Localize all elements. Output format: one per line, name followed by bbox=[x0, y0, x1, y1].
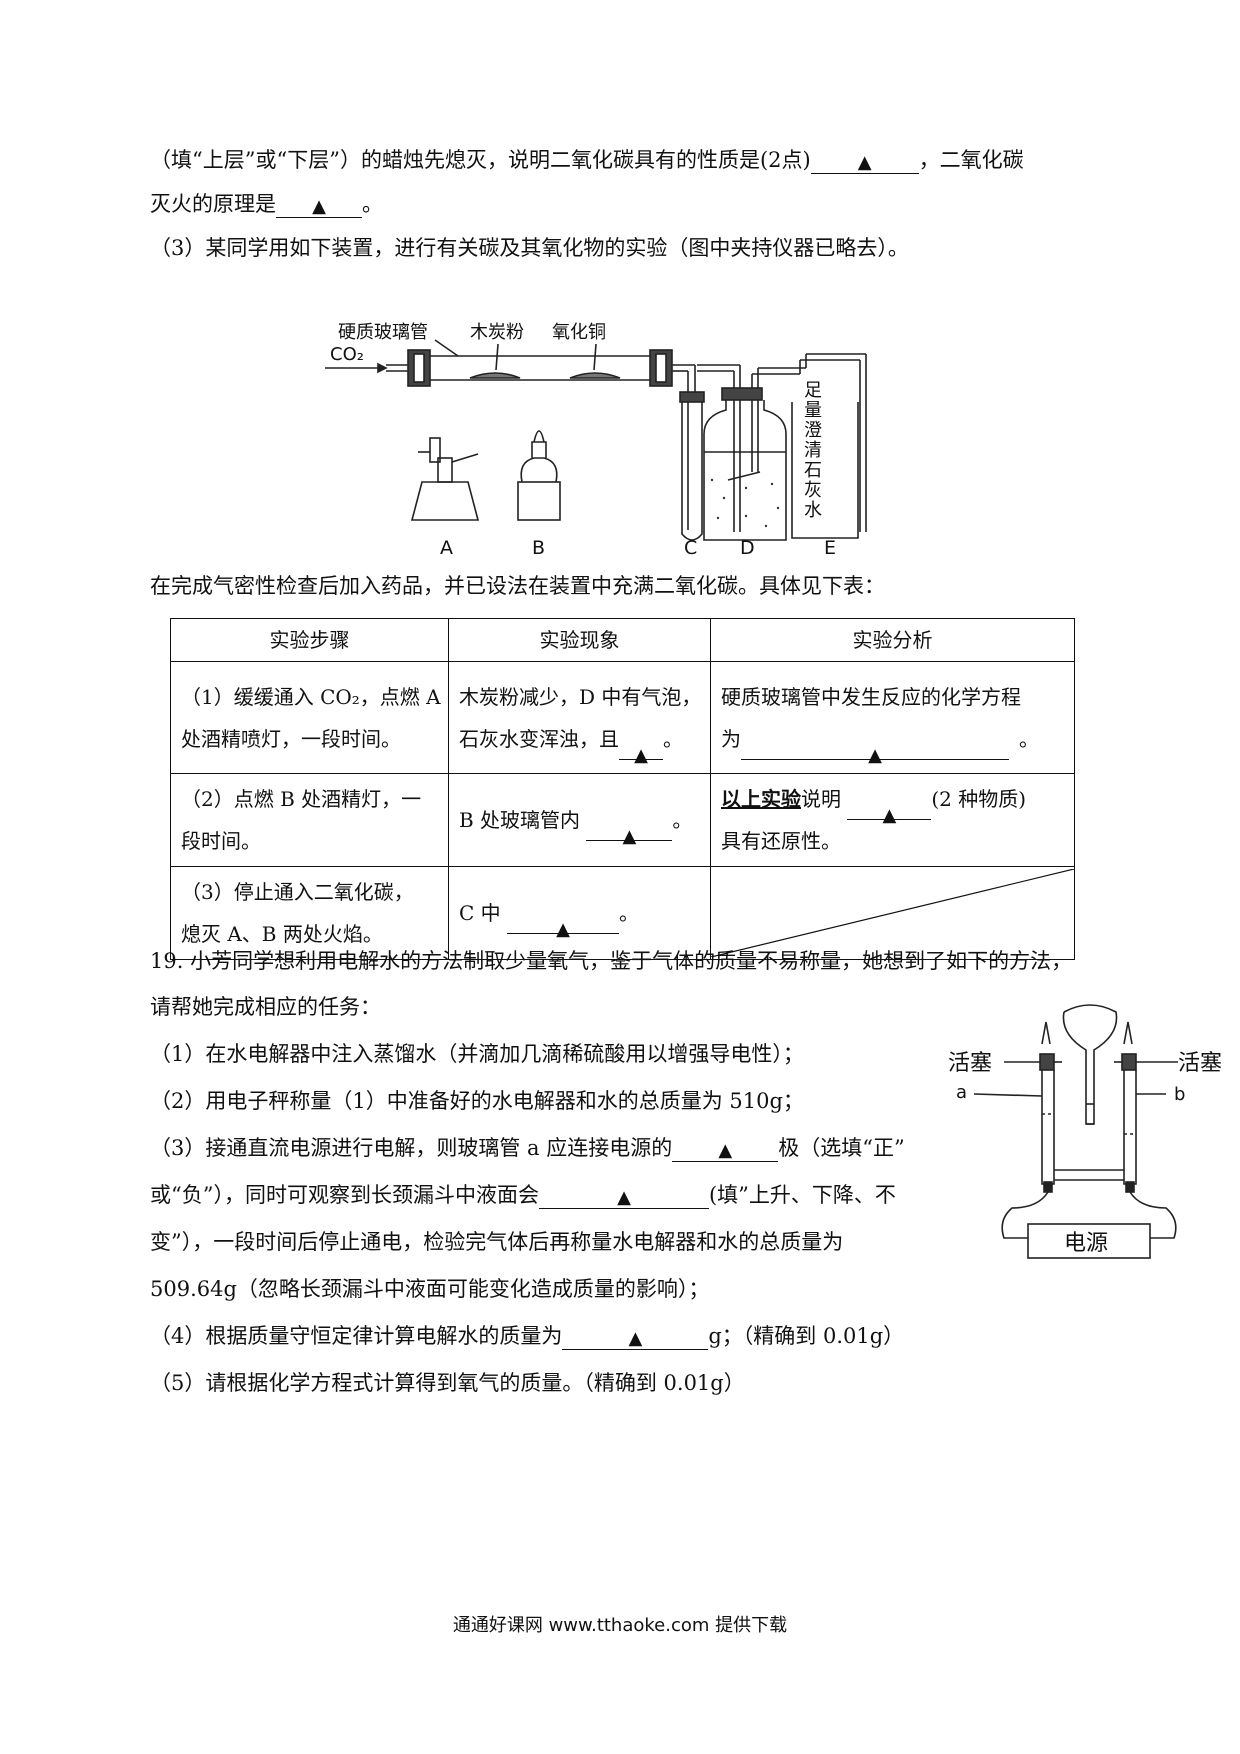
table-row: （2）点燃 B 处酒精灯，一段时间。 B 处玻璃管内 ▲。 以上实验说明 ▲(2… bbox=[170, 773, 1075, 867]
answer-blank[interactable]: ▲ bbox=[586, 814, 673, 847]
label-stopcock-left: 活塞 bbox=[948, 1051, 992, 1076]
intro-text: 。 bbox=[362, 192, 383, 216]
svg-text:石: 石 bbox=[804, 460, 822, 481]
label-e: E bbox=[824, 537, 836, 557]
answer-blank[interactable]: ▲ bbox=[538, 1182, 709, 1209]
cell-empty-diagonal bbox=[710, 866, 1075, 960]
svg-text:水: 水 bbox=[804, 500, 822, 521]
label-c: C bbox=[684, 537, 697, 557]
carbon-oxide-apparatus-diagram: 硬质玻璃管 CO₂ 木炭粉 氧化铜 足 量 澄 清 石 灰 水 A B C D … bbox=[325, 322, 867, 557]
answer-blank[interactable]: ▲ bbox=[741, 733, 1009, 766]
water-electrolyzer-diagram: 活塞 活塞 a b 电源 bbox=[948, 1004, 1222, 1259]
svg-text:澄: 澄 bbox=[804, 420, 822, 441]
table-header-row: 实验步骤 实验现象 实验分析 bbox=[170, 618, 1075, 662]
intro-line-2: 灭火的原理是▲。 bbox=[150, 190, 383, 218]
q19-line: 或“负”），同时可观察到长颈漏斗中液面会▲(填”上升、下降、不 bbox=[150, 1182, 896, 1209]
intro-line-3: （3）某同学用如下装置，进行有关碳及其氧化物的实验（图中夹持仪器已略去）。 bbox=[150, 236, 909, 260]
intro-text: （填“上层”或“下层”）的蜡烛先熄灭，说明二氧化碳具有的性质是(2点) bbox=[150, 148, 811, 172]
q19-line: 509.64g（忽略长颈漏斗中液面可能变化造成质量的影响）； bbox=[150, 1277, 710, 1301]
q19-line: （1）在水电解器中注入蒸馏水（并滴加几滴稀硫酸用以增强导电性）； bbox=[150, 1042, 804, 1066]
header-phenomenon: 实验现象 bbox=[448, 618, 711, 662]
header-analysis: 实验分析 bbox=[710, 618, 1075, 662]
label-co2: CO₂ bbox=[330, 344, 364, 365]
q19-line: 变”），一段时间后停止通电，检验完气体后再称量水电解器和水的总质量为 bbox=[150, 1230, 844, 1254]
label-limewater: 足 量 澄 清 石 灰 水 bbox=[804, 380, 822, 521]
intro-text: 灭火的原理是 bbox=[150, 192, 276, 216]
svg-text:量: 量 bbox=[804, 400, 822, 421]
cell-analysis: 以上实验说明 ▲(2 种物质) 具有还原性。 bbox=[710, 773, 1075, 867]
q19-line: （4）根据质量守恒定律计算电解水的质量为▲g；（精确到 0.01g） bbox=[150, 1323, 905, 1350]
pre-table-text: 在完成气密性检查后加入药品，并已设法在装置中充满二氧化碳。具体见下表： bbox=[150, 574, 885, 598]
q19-line: 请帮她完成相应的任务： bbox=[150, 995, 381, 1019]
cell-step: （3）停止通入二氧化碳，熄灭 A、B 两处火焰。 bbox=[170, 866, 449, 960]
label-a: A bbox=[440, 537, 453, 557]
svg-text:清: 清 bbox=[804, 440, 822, 461]
cell-analysis: 硬质玻璃管中发生反应的化学方程 为▲。 bbox=[710, 661, 1075, 774]
label-tube-b: b bbox=[1174, 1084, 1185, 1105]
label-charcoal: 木炭粉 bbox=[470, 322, 524, 343]
intro-text: ，二氧化碳 bbox=[918, 148, 1024, 172]
cell-phenomenon: 木炭粉减少，D 中有气泡， 石灰水变浑浊，且▲。 bbox=[448, 661, 711, 774]
label-d: D bbox=[740, 537, 755, 557]
svg-text:足: 足 bbox=[804, 380, 822, 401]
cell-step: （2）点燃 B 处酒精灯，一段时间。 bbox=[170, 773, 449, 867]
page-footer: 通通好课网 www.tthaoke.com 提供下载 bbox=[452, 1615, 788, 1636]
cell-phenomenon: B 处玻璃管内 ▲。 bbox=[448, 773, 711, 867]
answer-blank[interactable]: ▲ bbox=[619, 733, 663, 766]
svg-text:灰: 灰 bbox=[804, 480, 822, 501]
q19-line: 19. 小芳同学想利用电解水的方法制取少量氧气，鉴于气体的质量不易称量，她想到了… bbox=[150, 949, 1073, 973]
answer-blank[interactable]: ▲ bbox=[562, 1323, 709, 1350]
cell-phenomenon: C 中 ▲。 bbox=[448, 866, 711, 960]
label-tube-a: a bbox=[956, 1082, 967, 1103]
label-power-source: 电源 bbox=[1064, 1231, 1108, 1256]
label-b: B bbox=[532, 537, 545, 557]
label-stopcock-right: 活塞 bbox=[1178, 1051, 1222, 1076]
table-row: （3）停止通入二氧化碳，熄灭 A、B 两处火焰。 C 中 ▲。 bbox=[170, 866, 1075, 960]
label-glass-tube: 硬质玻璃管 bbox=[338, 322, 428, 343]
answer-blank[interactable]: ▲ bbox=[672, 1135, 779, 1162]
q19-line: （5）请根据化学方程式计算得到氧气的质量。（精确到 0.01g） bbox=[150, 1371, 745, 1395]
q19-line: （2）用电子秤称量（1）中准备好的水电解器和水的总质量为 510g； bbox=[150, 1089, 804, 1113]
label-copper-oxide: 氧化铜 bbox=[552, 322, 606, 343]
header-step: 实验步骤 bbox=[170, 618, 449, 662]
answer-blank[interactable]: ▲ bbox=[847, 793, 932, 826]
answer-blank[interactable]: ▲ bbox=[276, 191, 362, 218]
answer-blank[interactable]: ▲ bbox=[507, 907, 620, 940]
intro-line-1: （填“上层”或“下层”）的蜡烛先熄灭，说明二氧化碳具有的性质是(2点)▲，二氧化… bbox=[150, 146, 1024, 174]
answer-blank[interactable]: ▲ bbox=[810, 147, 919, 174]
q19-line: （3）接通直流电源进行电解，则玻璃管 a 应连接电源的▲极（选填“正” bbox=[150, 1135, 905, 1162]
